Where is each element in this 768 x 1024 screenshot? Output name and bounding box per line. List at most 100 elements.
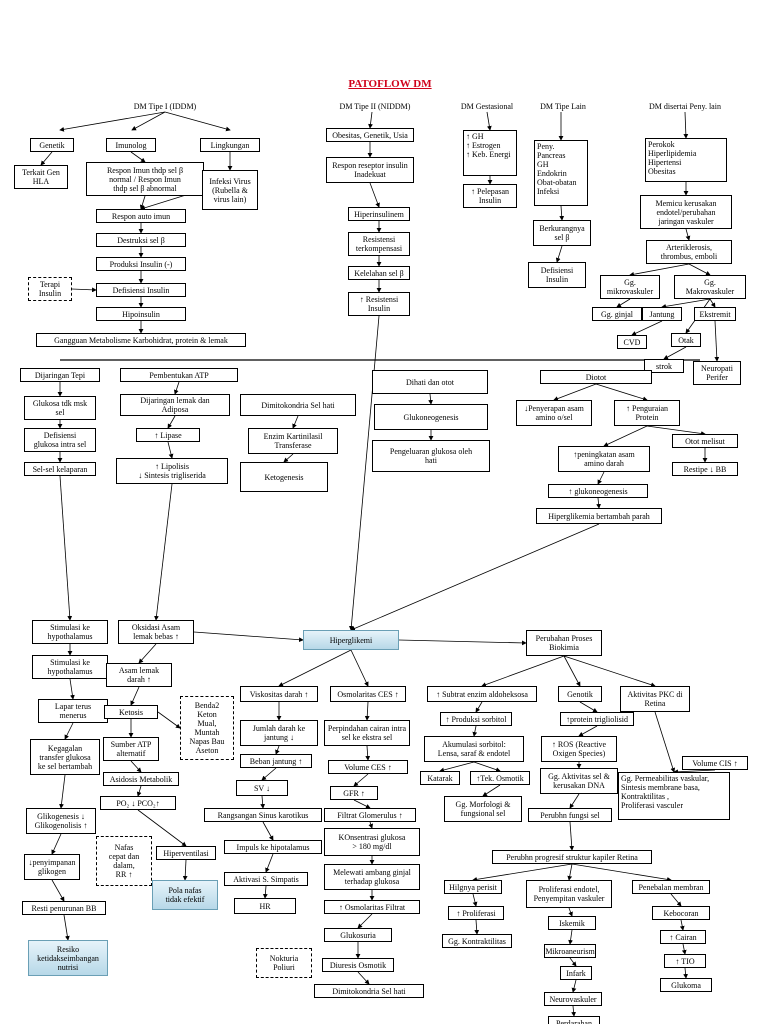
- node-glukoneo2: ↑ glukoneogenesis: [548, 484, 648, 498]
- node-otak: Otak: [671, 333, 701, 347]
- edge-perubahan-proses-to-genotik: [563, 655, 581, 687]
- column-branch-line: [164, 111, 231, 132]
- column-branch-line: [59, 111, 166, 132]
- edge-kebocoran-to-cairan: [679, 919, 685, 931]
- edge-sel-kelaparan-to-stim1: [59, 475, 73, 621]
- edge-asidosis-to-po2: [136, 785, 142, 797]
- node-konsentrasi: KOnsentrasi glukosa > 180 mg/dl: [324, 828, 420, 856]
- edge-ketosis-to-benda2: [157, 711, 181, 729]
- edge-gg-aktivitas-to-perubahan-fungsi: [569, 793, 580, 809]
- node-infark: Infark: [560, 966, 592, 980]
- node-hipoinsulin: Hipoinsulin: [96, 307, 186, 321]
- edge-dimitokondria1-to-enzim: [292, 415, 299, 429]
- node-ros: ↑ ROS (Reactive Oxigen Species): [541, 736, 617, 762]
- edge-tio-to-glukoma: [683, 967, 688, 979]
- edge-gfr-to-filtrat: [353, 799, 371, 809]
- node-gangguan: Gangguan Metabolisme Karbohidrat, protei…: [36, 333, 246, 347]
- node-auto-imun: Respon auto imun: [96, 209, 186, 223]
- node-lipolisis: ↑ Lipolisis ↓ Sintesis trigliserida: [116, 458, 228, 484]
- node-hiperinsulinem: Hiperinsulinem: [348, 207, 410, 221]
- node-volume-cis: Volume CIS ↑: [682, 756, 748, 770]
- edge-perpindahan-to-volume-ces: [365, 745, 371, 761]
- node-glukoneo1: Glukoneogenesis: [374, 404, 488, 430]
- node-asidosis: Asidosis Metabolik: [103, 772, 179, 786]
- edge-volume-ces-to-gfr: [353, 773, 369, 787]
- node-lain-list: Peny. Pancreas GH Endokrin Obat-obatan I…: [534, 140, 588, 206]
- node-peningkatan-asam: ↑peningkatan asam amino darah: [558, 446, 650, 472]
- node-gest-hormon: ↑ GH ↑ Estrogen ↑ Keb. Energi: [463, 130, 517, 176]
- edge-jantung-to-cvd: [631, 320, 663, 336]
- node-terapi: Terapi Insulin: [28, 277, 72, 301]
- node-lapar: Lapar terus menerus: [38, 699, 108, 723]
- node-produksi-insulin: Produksi Insulin (-): [96, 257, 186, 271]
- diagram-title: PATOFLOW DM: [348, 78, 432, 90]
- node-respon-reseptor: Respon reseptor insulin Inadekuat: [326, 157, 414, 183]
- edge-penguraian-to-peningkatan-asam: [603, 425, 648, 447]
- node-obesitas: Obesitas, Genetik, Usia: [326, 128, 414, 142]
- edge-imunolog-to-respon-imun: [130, 151, 146, 163]
- node-perubahan-proses: Perubahan Proses Biokimia: [526, 630, 602, 656]
- node-proliferasi-endotel: Proliferasi endotel, Penyempitan vaskule…: [526, 880, 612, 908]
- node-gg-ginjal: Gg. ginjal: [592, 307, 642, 321]
- edge-hiperglikemi-to-osmolaritas: [350, 649, 369, 687]
- edge-glukoneo2-to-hiperglikemia-parah: [596, 497, 601, 509]
- edge-diotot-to-penguraian: [595, 383, 648, 402]
- column-label-dm-peny-lain: DM disertai Peny. lain: [649, 102, 721, 111]
- node-defisiensi2: Defisiensi Insulin: [528, 262, 586, 288]
- edge-enzim-to-ketogenesis: [283, 453, 294, 463]
- node-gg-aktivitas: Gg. Aktivitas sel & kerusakan DNA: [540, 768, 618, 794]
- node-sv: SV ↓: [236, 780, 288, 796]
- node-pola-nafas: Pola nafas tidak efektif: [152, 880, 218, 910]
- edge-respon-reseptor-to-hiperinsulinem: [369, 182, 380, 208]
- edge-jumlah-darah-to-beban-jantung: [275, 745, 280, 755]
- node-osmolaritas: Osmolaritas CES ↑: [330, 686, 406, 702]
- node-impuls: Impuls ke hipotalamus: [224, 840, 322, 854]
- node-diuresis: Diuresis Osmotik: [322, 958, 394, 972]
- column-branch-line: [131, 111, 166, 131]
- node-osmolaritas-filtrat: ↑ Osmolaritas Filtrat: [324, 900, 420, 914]
- node-sumber-atp: Sumber ATP alternatif: [103, 737, 159, 761]
- edge-genotik-to-protein-trig: [579, 701, 598, 713]
- node-resti-bb: Resti penurunan BB: [22, 901, 106, 915]
- node-perubahan-progresif: Perubhn progresif struktur kapiler Retin…: [492, 850, 652, 864]
- node-hiperglikemi: Hiperglikemi: [303, 630, 399, 650]
- edge-memicu-to-arteriosk: [685, 228, 691, 241]
- edge-penebalan-to-kebocoran: [670, 893, 682, 907]
- node-pembentukan: Pembentukan ATP: [120, 368, 238, 382]
- node-pengeluaran: Pengeluaran glukosa oleh hati: [372, 440, 490, 472]
- edge-rangsangan-to-impuls: [262, 821, 274, 841]
- node-nafas: Nafas cepat dan dalam, RR ↑: [96, 836, 152, 886]
- node-ketogenesis: Ketogenesis: [240, 462, 328, 492]
- edge-produksi-sorbitol-to-akumulasi: [472, 725, 478, 737]
- node-aktivasi: Aktivasi S. Simpatis: [224, 872, 308, 886]
- edge-berkurang-to-defisiensi2: [555, 245, 563, 263]
- edge-peningkatan-asam-to-glukoneo2: [597, 471, 605, 485]
- edge-osmolaritas-filtrat-to-glukosuria: [357, 913, 373, 929]
- node-jumlah-darah: Jumlah darah ke jantung ↓: [240, 720, 318, 746]
- node-hilangnya: Hilgnya perisit: [444, 880, 502, 894]
- node-penebalan: Penebalan membran: [632, 880, 710, 894]
- edge-lipolisis-to-oksidasi: [154, 483, 173, 621]
- edge-hiperglikemia-parah-to-hiperglikemi: [350, 523, 600, 631]
- node-ekstremit: Ekstremit: [694, 307, 736, 321]
- edge-lapar-to-kegagalan: [64, 722, 74, 740]
- node-kelelahan: Kelelahan sel β: [348, 266, 410, 280]
- column-label-dm-gestasional: DM Gestasional: [460, 102, 514, 111]
- node-gg-kontraktilitas: Gg. Kontraktilitas: [442, 934, 512, 948]
- edge-impuls-to-aktivasi: [265, 853, 274, 873]
- edge-subtrat-to-produksi-sorbitol: [475, 701, 483, 713]
- node-genotik: Genotik: [558, 686, 602, 702]
- node-akumulasi: Akumulasi sorbitol: Lensa, saraf & endot…: [424, 736, 524, 762]
- edge-dijaringan-lemak-to-lipase: [167, 415, 176, 429]
- node-oksidasi: Oksidasi Asam lemak bebas ↑: [118, 620, 194, 644]
- node-gen-hla: Terkait Gen HLA: [14, 165, 68, 189]
- node-berkurang: Berkurangnya sel β: [533, 220, 591, 246]
- node-glukosuria: Glukosuria: [324, 928, 392, 942]
- node-filtrat: Filtrat Glomerulus ↑: [324, 808, 416, 822]
- edge-sv-to-rangsangan: [260, 795, 266, 809]
- edge-mikroaneurisma-to-infark: [569, 957, 577, 967]
- node-enzim: Enzim Kartinilasil Transferase: [248, 428, 338, 454]
- node-kegagalan: Kegagalan transfer glukosa ke sel bertam…: [30, 739, 100, 775]
- edge-penyimpanan-to-resti-bb: [51, 879, 65, 902]
